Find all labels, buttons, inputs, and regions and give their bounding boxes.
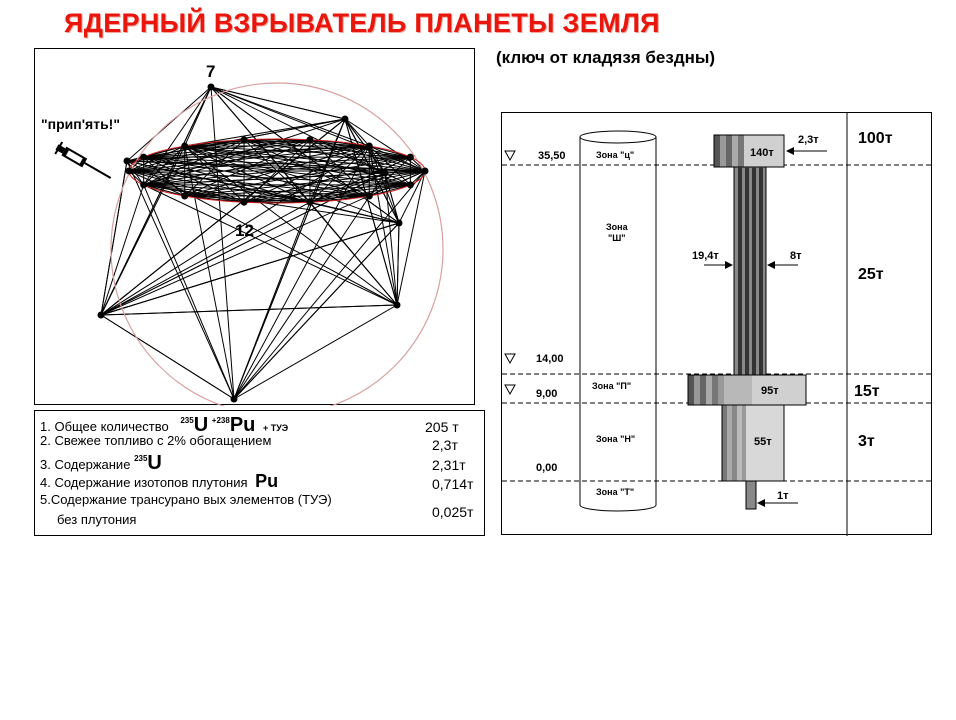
arrows (704, 147, 827, 507)
legend-line-5a: 5.Содержание трансурано вых элементов (Т… (40, 492, 332, 507)
node-dot (230, 395, 238, 403)
node-dot (365, 192, 373, 200)
tail-rod (745, 480, 757, 510)
node-dot (406, 181, 414, 189)
legend-line-4-text: 4. Содержание изотопов плутония (40, 475, 248, 490)
arrow-label-bottom: 1т (777, 490, 789, 502)
reactor-section-diagram: 35,50 14,00 9,00 0,00 Зона "ц" Зона "Ш" … (502, 113, 933, 536)
symbol-pu: Pu (229, 414, 256, 436)
left-diagram-frame: 7 12 "прип'ять!" (34, 48, 475, 416)
node-dot (123, 157, 131, 165)
mass-value-3: 15т (854, 383, 880, 400)
circle-star-diagram: 7 12 "прип'ять!" (41, 62, 444, 416)
legend-line-5b: без плутония (57, 512, 137, 527)
node-dot (181, 142, 189, 150)
node-dot (365, 142, 373, 150)
legend-line-2: 2. Свежее топливо с 2% обогащением (40, 433, 272, 448)
legend-value-4: 0,714т (432, 476, 474, 492)
legend-line-4: 4. Содержание изотопов плутония Pu (40, 471, 278, 492)
arrow-label-right: 8т (790, 250, 802, 262)
zone-t-label: Зона "Т" (596, 487, 634, 497)
tue-label: + ТУЭ (263, 423, 289, 433)
symbol-u-b: U (147, 452, 162, 474)
mass-value-1: 100т (858, 130, 893, 147)
node-dot (306, 198, 314, 206)
node-dot (381, 169, 389, 177)
symbol-pu-b: Pu (255, 471, 279, 491)
node-dot (395, 219, 403, 227)
node-dot (240, 198, 248, 206)
shaft (733, 166, 767, 376)
plus-sign: + (211, 416, 217, 425)
sup-238: 238 (216, 416, 230, 425)
legend-line-1: 1. Общее количество 235U +238Pu + ТУЭ (40, 414, 288, 437)
node-label-bottom: 12 (235, 221, 254, 240)
node-dot (393, 301, 401, 309)
bottom-block-label: 55т (754, 436, 772, 448)
node-dot (421, 167, 429, 175)
arrow-label-left: 19,4т (692, 250, 719, 262)
level-label-4: 0,00 (536, 462, 557, 474)
top-block (713, 134, 785, 168)
cylinder-bottom (579, 504, 657, 512)
level-label-3: 9,00 (536, 388, 557, 400)
level-markers (504, 150, 516, 396)
level-label-2: 14,00 (536, 353, 564, 365)
legend-value-2: 2,3т (432, 437, 458, 453)
zone-sh-label-2: "Ш" (608, 233, 626, 243)
node-dots (97, 83, 429, 403)
quote-label: "прип'ять!" (41, 116, 120, 132)
mass-value-4: 3т (858, 433, 875, 450)
node-dot (306, 136, 314, 144)
legend-value-1: 205 т (425, 419, 459, 435)
legend-box: 1. Общее количество 235U +238Pu + ТУЭ 20… (34, 410, 485, 536)
zone-p-label: Зона "П" (592, 381, 631, 391)
zone-c-label: Зона "ц" (596, 150, 634, 160)
node-dot (97, 311, 105, 319)
zone-n-label: Зона "Н" (596, 434, 635, 444)
node-dot (406, 153, 414, 161)
top-block-label: 140т (750, 147, 774, 159)
level-label-1: 35,50 (538, 150, 566, 162)
mass-value-2: 25т (858, 266, 884, 283)
node-dot (125, 167, 133, 175)
symbol-u: U (193, 414, 209, 436)
node-dot (181, 192, 189, 200)
zone-sh-label-1: Зона (606, 222, 629, 232)
connection-lines (100, 86, 426, 400)
right-diagram-frame: 35,50 14,00 9,00 0,00 Зона "ц" Зона "Ш" … (501, 112, 933, 536)
page-title: ЯДЕРНЫЙ ВЗРЫВАТЕЛЬ ПЛАНЕТЫ ЗЕМЛЯ (64, 8, 660, 38)
middle-block-label: 95т (761, 385, 779, 397)
node-dot (207, 83, 215, 91)
legend-line-3: 3. Содержание 235U (40, 452, 162, 475)
node-dot (140, 153, 148, 161)
node-dot (341, 115, 349, 123)
syringe-icon (54, 141, 112, 179)
node-dot (240, 136, 248, 144)
bottom-block (721, 404, 785, 482)
legend-line-1-text: 1. Общее количество (40, 419, 169, 434)
arrow-label-top: 2,3т (798, 134, 819, 146)
middle-block (687, 374, 807, 406)
node-label-top: 7 (206, 62, 215, 81)
sup-235-b: 235 (134, 454, 148, 463)
legend-line-3-text: 3. Содержание (40, 457, 131, 472)
page-subtitle: (ключ от кладязя бездны) (496, 48, 716, 67)
cylinder-top (579, 130, 657, 144)
legend-value-3: 2,31т (432, 457, 466, 473)
sup-235: 235 (180, 416, 194, 425)
legend-value-5: 0,025т (432, 504, 474, 520)
node-dot (140, 181, 148, 189)
